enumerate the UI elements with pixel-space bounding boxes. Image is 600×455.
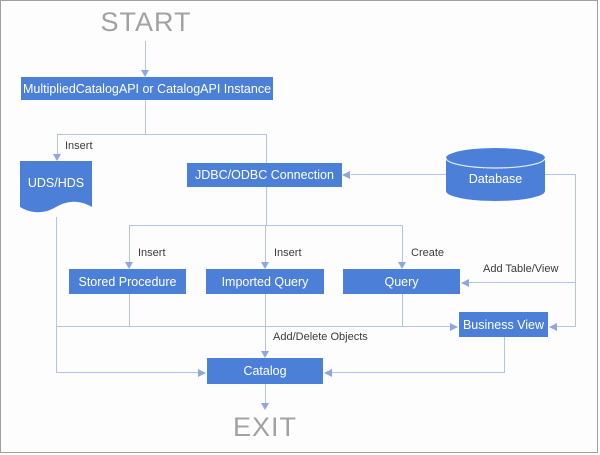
connector-to-query <box>402 225 403 262</box>
arrowhead-to-query <box>398 262 406 269</box>
node-database-label: Database <box>468 172 523 186</box>
connector-to-jdbc <box>266 134 267 163</box>
arrowhead-db-to-jdbc <box>342 171 350 179</box>
arrowhead-uds-to-catalog <box>198 369 206 377</box>
node-uds-hds: UDS/HDS <box>20 161 92 218</box>
connector-jdbc-down <box>266 187 267 225</box>
connector-db-rail <box>575 174 576 327</box>
connector-iq-to-catalog <box>265 294 266 351</box>
arrowhead-db-to-query <box>461 279 469 287</box>
arrowhead-start-to-api <box>141 70 149 77</box>
edge-label-insert-uds: Insert <box>65 140 93 152</box>
node-stored-procedure: Stored Procedure <box>69 269 186 294</box>
node-uds-hds-label: UDS/HDS <box>27 176 85 190</box>
node-api-instance: MultipliedCatalogAPI or CatalogAPI Insta… <box>21 77 273 100</box>
node-catalog: Catalog <box>207 358 323 384</box>
node-imported-query: Imported Query <box>206 269 324 294</box>
connector-db-right <box>545 174 576 175</box>
connector-to-uds <box>57 134 58 154</box>
edge-label-insert-iq: Insert <box>274 247 302 259</box>
arrowhead-to-bv <box>450 323 458 331</box>
connector-bv-down <box>504 337 505 373</box>
document-shape-icon <box>20 161 92 213</box>
edge-label-create-query: Create <box>411 247 445 259</box>
connector-sp-down <box>129 294 130 326</box>
connector-merge-to-bv <box>56 326 450 327</box>
connector-to-imported-query <box>265 225 266 262</box>
connector-start-to-api <box>145 41 146 70</box>
connector-catalog-to-exit <box>265 384 266 403</box>
exit-terminal: EXIT <box>232 412 297 442</box>
connector-to-stored-procedure <box>129 225 130 262</box>
start-terminal: START <box>100 7 192 37</box>
connector-api-split <box>57 134 266 135</box>
node-business-view: Business View <box>459 312 548 337</box>
node-jdbc-odbc: JDBC/ODBC Connection <box>187 163 342 187</box>
arrowhead-to-uds <box>53 154 61 161</box>
connector-bv-to-catalog <box>332 372 505 373</box>
edge-label-add-delete-objects: Add/Delete Objects <box>273 331 368 343</box>
arrowhead-to-imported-query <box>261 262 269 269</box>
connector-uds-down <box>56 217 57 372</box>
arrowhead-to-stored-procedure <box>125 262 133 269</box>
node-database: Database <box>446 148 545 201</box>
arrowhead-bv-to-catalog <box>324 369 332 377</box>
connector-query-down <box>402 294 403 326</box>
connector-uds-to-catalog <box>56 372 198 373</box>
arrowhead-catalog-to-exit <box>261 403 269 410</box>
arrowhead-iq-to-catalog <box>261 351 269 358</box>
arrowhead-db-to-bv <box>549 323 557 331</box>
connector-api-down <box>145 100 146 134</box>
edge-label-insert-sp: Insert <box>138 247 166 259</box>
node-query: Query <box>343 269 460 294</box>
edge-label-add-table-view: Add Table/View <box>483 263 559 275</box>
cylinder-shape-icon <box>446 148 545 201</box>
connector-db-to-jdbc <box>351 174 446 175</box>
connector-db-to-query <box>469 282 576 283</box>
connector-db-to-bv <box>557 326 576 327</box>
